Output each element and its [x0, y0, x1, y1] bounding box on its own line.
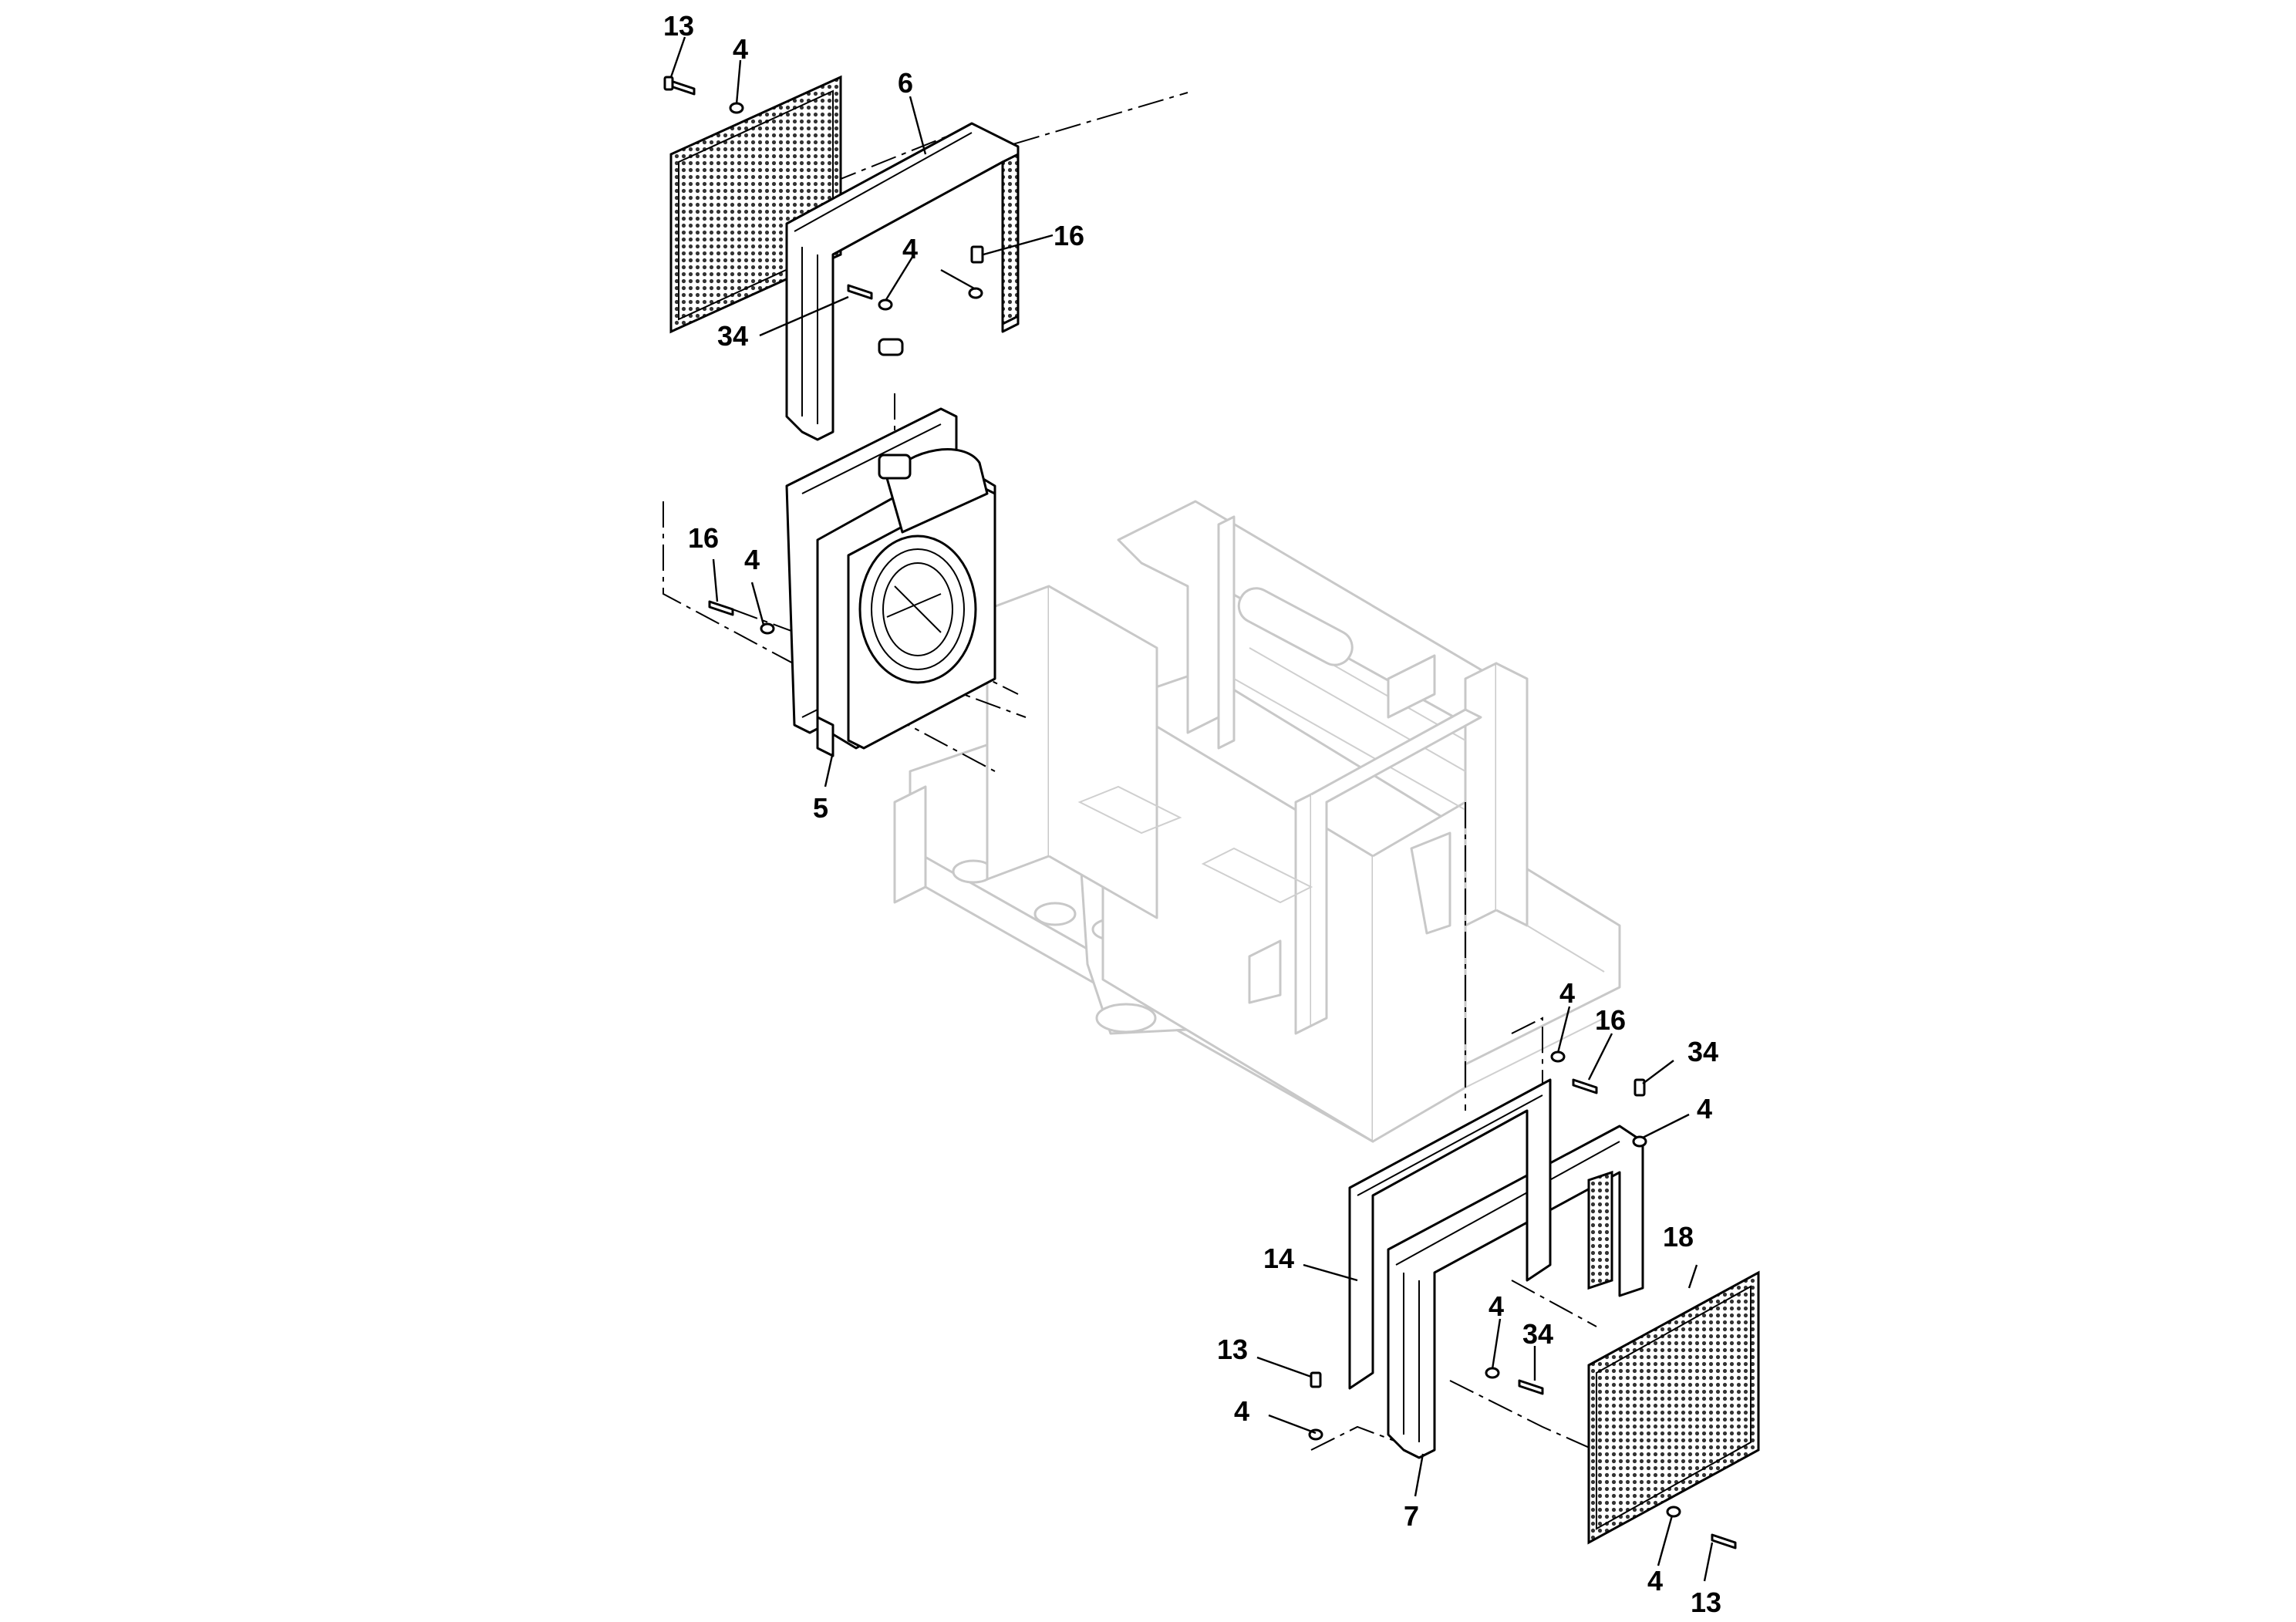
callout-5: 5	[813, 792, 828, 824]
callout-4-right-top: 4	[1559, 977, 1575, 1009]
seal-plate	[1348, 1078, 1552, 1390]
callout-7: 7	[1404, 1500, 1419, 1532]
callout-16-right: 16	[1595, 1004, 1626, 1036]
leader-lines	[669, 36, 1714, 1582]
radiator-fan-assembly	[785, 338, 996, 757]
callout-18: 18	[1663, 1221, 1694, 1253]
callout-16-left: 16	[688, 522, 719, 554]
callout-4-bottom-left: 4	[1234, 1395, 1249, 1427]
callout-13-top: 13	[663, 10, 694, 42]
machine-frame	[893, 500, 1621, 1143]
callout-34-top: 34	[717, 320, 748, 352]
callout-13-bottom-right: 13	[1691, 1587, 1721, 1618]
callout-4-bottom-right: 4	[1647, 1565, 1663, 1597]
callout-4-top: 4	[733, 33, 748, 65]
callout-34-bottom: 34	[1522, 1318, 1553, 1350]
bottom-mesh-guard	[1587, 1270, 1760, 1545]
top-shroud	[785, 122, 1020, 441]
callout-4-bottom-mid: 4	[1489, 1290, 1504, 1322]
callout-13-bottom-left: 13	[1217, 1334, 1248, 1365]
callout-16-top: 16	[1054, 220, 1084, 251]
callout-4-left: 4	[744, 544, 760, 575]
callout-4-mid-top: 4	[902, 233, 918, 265]
callout-14: 14	[1263, 1243, 1294, 1274]
callout-6: 6	[898, 67, 913, 99]
callout-4-right-mid: 4	[1697, 1093, 1712, 1125]
callout-labels: 13 4 6 16 4 34 16 4 5 4 16 34 4 18 14 4 …	[663, 10, 1721, 1618]
callout-34-right-top: 34	[1687, 1036, 1718, 1067]
